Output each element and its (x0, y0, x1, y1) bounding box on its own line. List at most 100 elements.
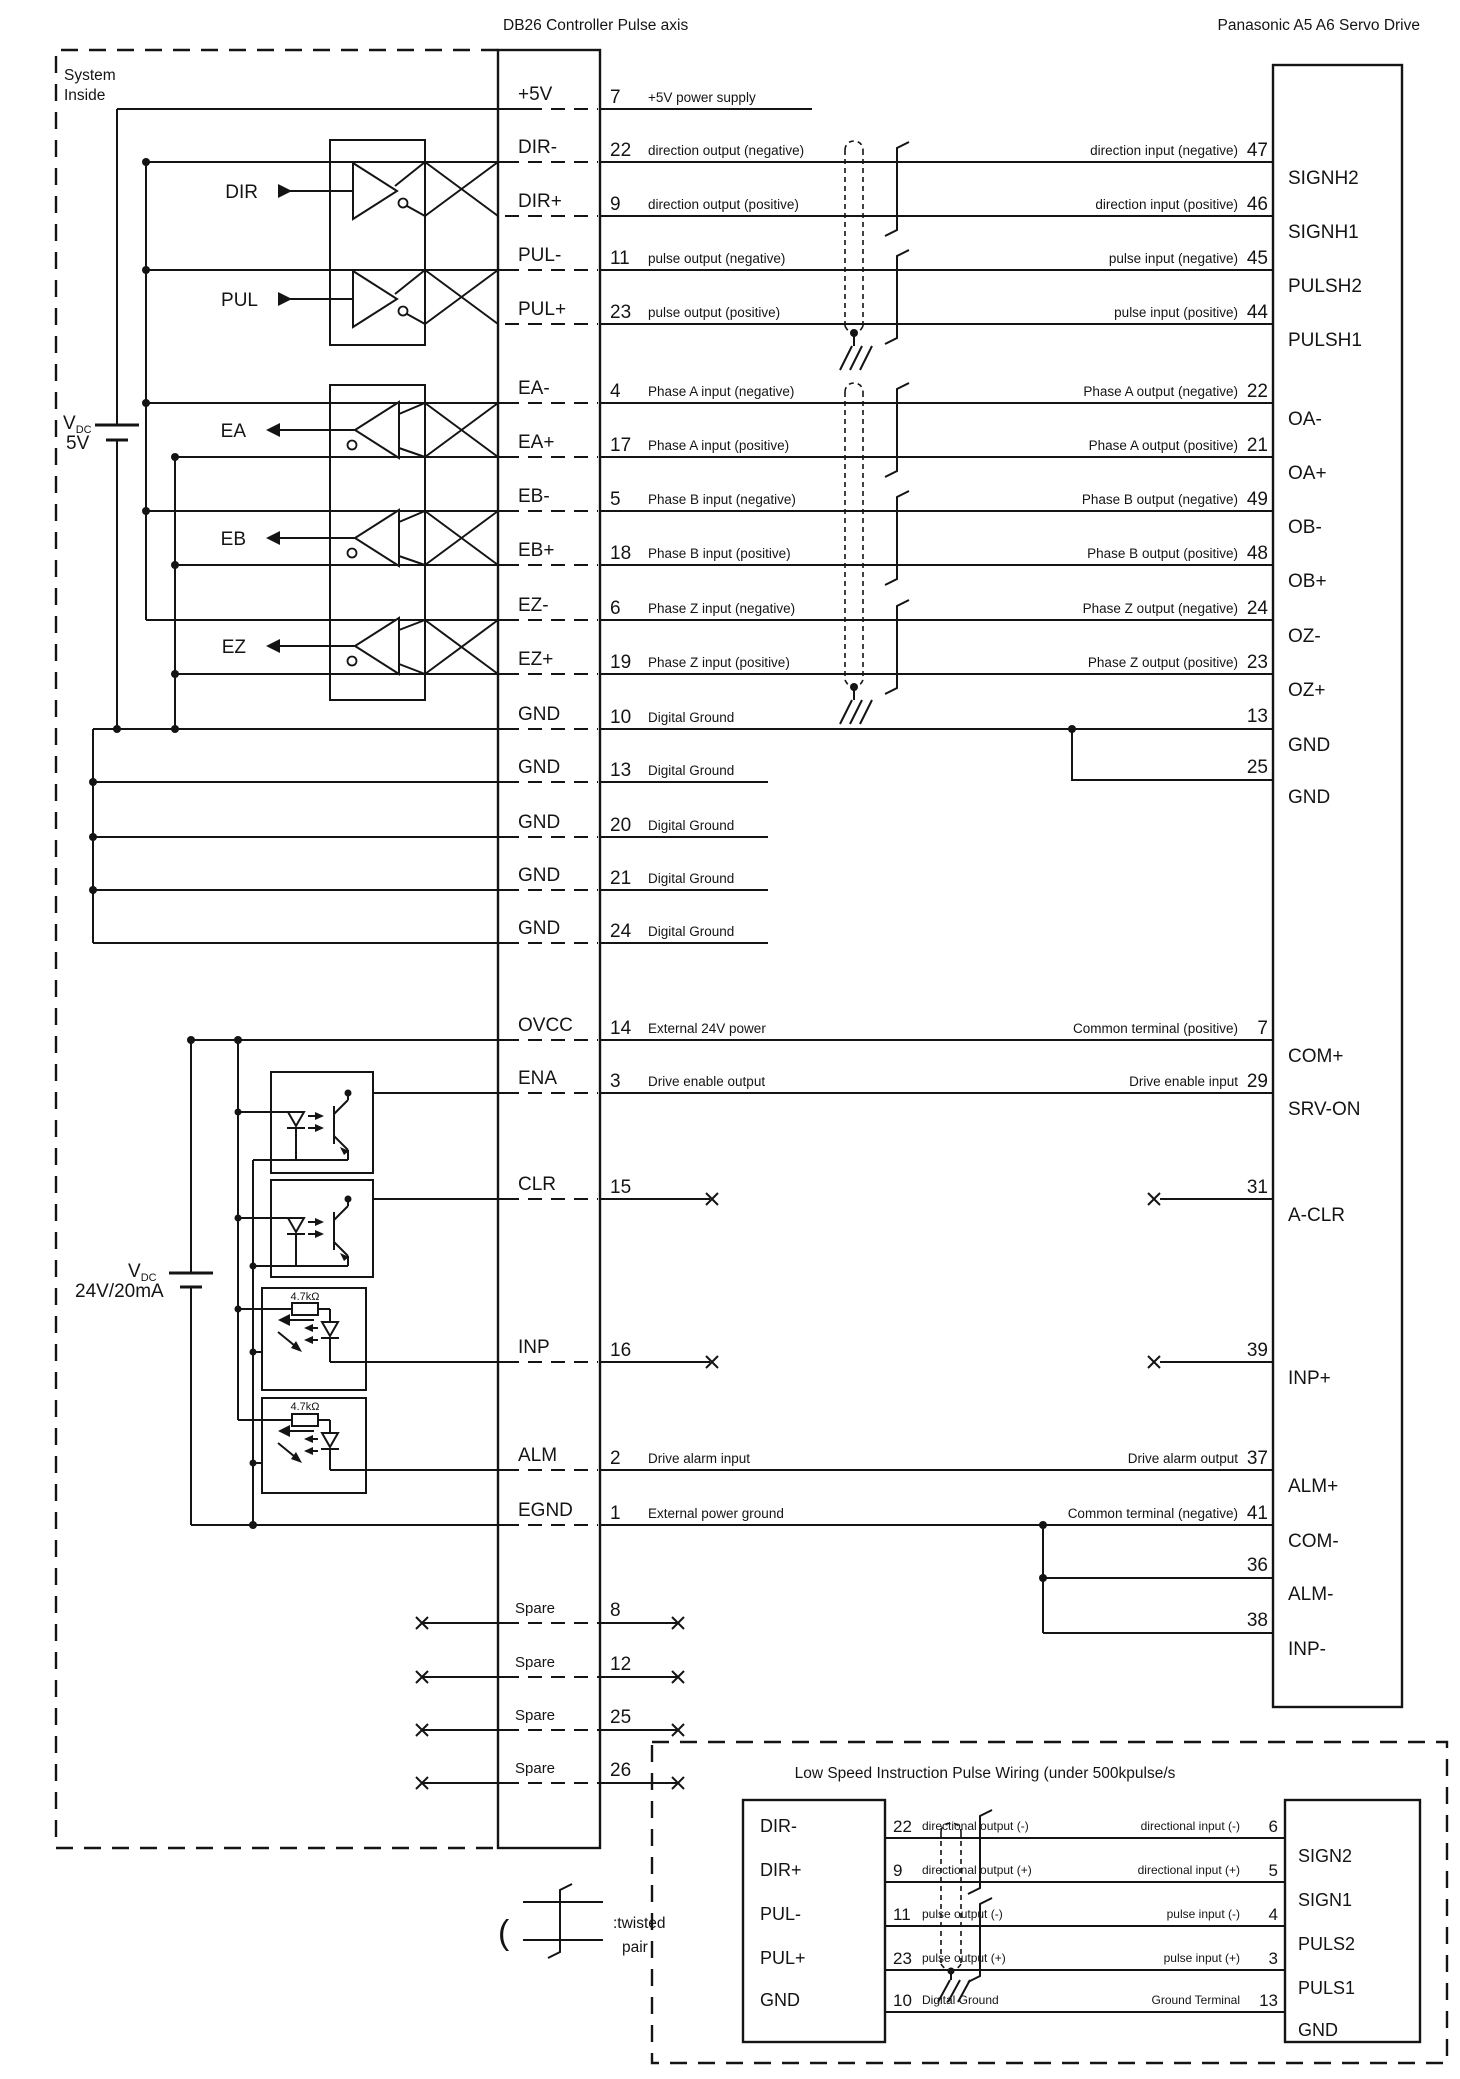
ground-symbol-1 (839, 345, 873, 371)
line-driver-ic: DIR PUL (221, 139, 426, 346)
ls-pin-label: GND (760, 1990, 800, 2010)
ls-rdesc: directional input (-) (1141, 1819, 1240, 1833)
ls-rlabel: SIGN2 (1298, 1846, 1352, 1866)
pin-number: 26 (610, 1760, 631, 1781)
legend-twisted: :twisted (613, 1915, 666, 1932)
optocoupler-ena (238, 1071, 374, 1174)
pin-desc: pulse output (positive) (648, 305, 780, 320)
drive-pin-label: PULSH1 (1288, 330, 1362, 351)
pul-signal-label: PUL (221, 290, 258, 311)
drive-pin-label: OZ+ (1288, 680, 1325, 701)
drive-pin-number: 29 (1247, 1071, 1268, 1092)
spare-label: Spare (515, 1707, 555, 1724)
low-speed-right-connector (1283, 1798, 1422, 2044)
drive-desc: Drive alarm output (1128, 1451, 1239, 1466)
drive-pin-number: 46 (1247, 194, 1268, 215)
wires-system-side (93, 108, 678, 1784)
pin-number: 14 (610, 1018, 632, 1039)
pin-number: 1 (610, 1503, 621, 1524)
pin-desc: Phase Z input (negative) (648, 601, 795, 616)
battery-5v: VDC 5V (63, 413, 139, 454)
drive-pin-number: 47 (1247, 140, 1268, 161)
drive-pin-label: INP- (1288, 1639, 1326, 1660)
drive-pin-number: 49 (1247, 489, 1268, 510)
pin-desc: direction output (positive) (648, 197, 799, 212)
pin-number: 3 (610, 1071, 621, 1092)
drive-pin-label: ALM- (1288, 1584, 1333, 1605)
ls-pin-number: 22 (893, 1817, 912, 1836)
twist-mark-legend (547, 1883, 573, 1959)
ls-pin-label: DIR+ (760, 1860, 802, 1880)
pin-number: 16 (610, 1340, 631, 1361)
pin-label: GND (518, 704, 560, 725)
twisted-pair-legend: ( :twisted pair (498, 1883, 666, 1959)
pin-number: 11 (610, 248, 630, 269)
pin-number: 2 (610, 1448, 621, 1469)
pin-label: GND (518, 865, 560, 886)
db26-connector-box (496, 48, 602, 1850)
pin-number: 23 (610, 302, 631, 323)
drive-pin-number: 39 (1247, 1340, 1268, 1361)
ls-rlabel: PULS2 (1298, 1934, 1355, 1954)
cable-shield-encoder (839, 382, 873, 725)
drive-pin-number: 13 (1247, 706, 1268, 727)
pin-number: 18 (610, 543, 631, 564)
ls-rdesc: pulse input (-) (1167, 1907, 1240, 1921)
drive-pin-label: PULSH2 (1288, 276, 1362, 297)
ls-rdesc: Ground Terminal (1152, 1993, 1241, 2007)
drive-pin-number: 31 (1247, 1177, 1268, 1198)
pin-label: DIR- (518, 137, 557, 158)
drive-desc: Phase A output (positive) (1089, 438, 1238, 453)
drive-pin-label: OZ- (1288, 626, 1321, 647)
pin-desc: Digital Ground (648, 871, 734, 886)
drive-pin-label: OA+ (1288, 463, 1327, 484)
pin-desc: External 24V power (648, 1021, 766, 1036)
drive-pin-label: COM- (1288, 1531, 1339, 1552)
ls-pin-number: 9 (893, 1861, 902, 1880)
drive-pin-label: COM+ (1288, 1046, 1343, 1067)
low-speed-title: Low Speed Instruction Pulse Wiring (unde… (795, 1765, 1176, 1782)
ls-rpin: 3 (1269, 1949, 1278, 1968)
pin-number: 13 (610, 760, 631, 781)
drive-pin-number: 44 (1247, 302, 1269, 323)
vdc24-value: 24V/20mA (75, 1281, 164, 1302)
pin-number: 12 (610, 1654, 631, 1675)
pin-number: 20 (610, 815, 631, 836)
pin-desc: Drive alarm input (648, 1451, 750, 1466)
ls-pin-number: 23 (893, 1949, 912, 1968)
ls-rlabel: PULS1 (1298, 1978, 1355, 1998)
system-inside-label: System (64, 67, 116, 84)
low-speed-inset: Low Speed Instruction Pulse Wiring (unde… (650, 1740, 1449, 2065)
pin-number: 15 (610, 1177, 631, 1198)
resistor-inp-label: 4.7kΩ (290, 1291, 319, 1303)
pin-desc: Digital Ground (648, 924, 734, 939)
drive-pin-label: ALM+ (1288, 1476, 1338, 1497)
ls-rlabel: SIGN1 (1298, 1890, 1352, 1910)
drive-pin-number: 7 (1257, 1018, 1268, 1039)
legend-paren: ( (498, 1914, 510, 1952)
ls-desc: pulse output (+) (922, 1951, 1006, 1965)
twist-marks (884, 141, 910, 695)
pin-label: EA- (518, 378, 550, 399)
drive-desc: Phase A output (negative) (1083, 384, 1238, 399)
drive-desc: Common terminal (negative) (1068, 1506, 1238, 1521)
drive-pin-label: GND (1288, 735, 1330, 756)
drive-pin-number: 41 (1247, 1503, 1268, 1524)
drive-pin-label: GND (1288, 787, 1330, 808)
drive-desc: Phase B output (positive) (1087, 546, 1238, 561)
pin-desc: Drive enable output (648, 1074, 765, 1089)
pin-label: EB- (518, 486, 550, 507)
pin-label: EA+ (518, 432, 554, 453)
drive-pin-label: SIGNH1 (1288, 222, 1359, 243)
pin-desc: direction output (negative) (648, 143, 804, 158)
pin-desc: Digital Ground (648, 763, 734, 778)
optocoupler-alm: 4.7kΩ (238, 1397, 367, 1494)
drive-pin-label: OB- (1288, 517, 1322, 538)
ea-signal-label: EA (221, 421, 247, 442)
line-receiver-ic: EA EB EZ (221, 384, 426, 701)
drive-desc: pulse input (negative) (1109, 251, 1238, 266)
system-inside-label2: Inside (64, 87, 105, 104)
drive-pin-number: 45 (1247, 248, 1268, 269)
servo-drive-pin-rows: direction input (negative) 47 SIGNH2 dir… (1068, 140, 1362, 1660)
pin-label: +5V (518, 84, 553, 105)
